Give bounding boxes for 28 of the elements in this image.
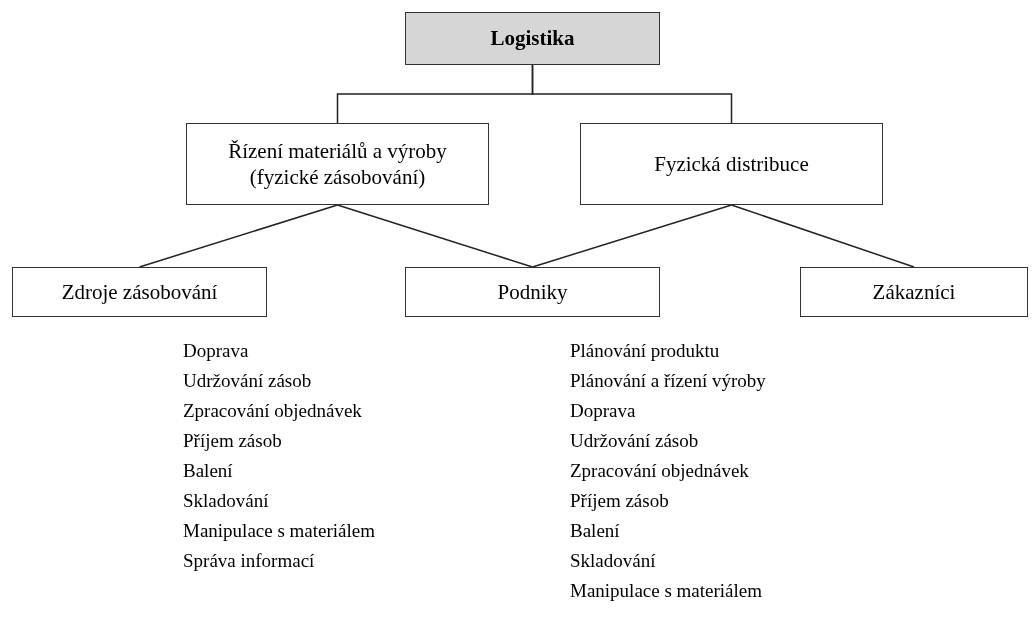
category-box: Fyzická distribuce (580, 123, 883, 205)
category-box: Podniky (405, 267, 660, 317)
activity-text: Balení (570, 519, 621, 543)
activity-text: Plánování a řízení výroby (570, 369, 766, 393)
category-box: Zákazníci (800, 267, 1028, 317)
activity-text: Příjem zásob (570, 489, 670, 513)
activity-text: Skladování (570, 549, 657, 573)
connector-line (531, 64, 733, 124)
activity-text: Skladování (183, 489, 270, 513)
category-box: Zdroje zásobování (12, 267, 267, 317)
title-box: Logistika (405, 12, 660, 65)
activity-text: Manipulace s materiálem (570, 579, 764, 603)
activity-text: Doprava (183, 339, 250, 363)
activity-text: Zpracování objednávek (183, 399, 363, 423)
activity-text: Plánování produktu (570, 339, 721, 363)
activity-text: Doprava (570, 399, 637, 423)
connector-line (138, 204, 339, 268)
connector-line (336, 204, 534, 268)
activity-text: Balení (183, 459, 234, 483)
activity-text: Příjem zásob (183, 429, 283, 453)
activity-text: Udržování zásob (183, 369, 313, 393)
activity-text: Správa informací (183, 549, 316, 573)
category-box: Řízení materiálů a výroby (fyzické zásobování) (186, 123, 489, 205)
activity-text: Zpracování objednávek (570, 459, 750, 483)
activity-text: Udržování zásob (570, 429, 700, 453)
activity-text: Manipulace s materiálem (183, 519, 376, 543)
connector-line (531, 204, 733, 268)
connector-line (730, 204, 915, 268)
